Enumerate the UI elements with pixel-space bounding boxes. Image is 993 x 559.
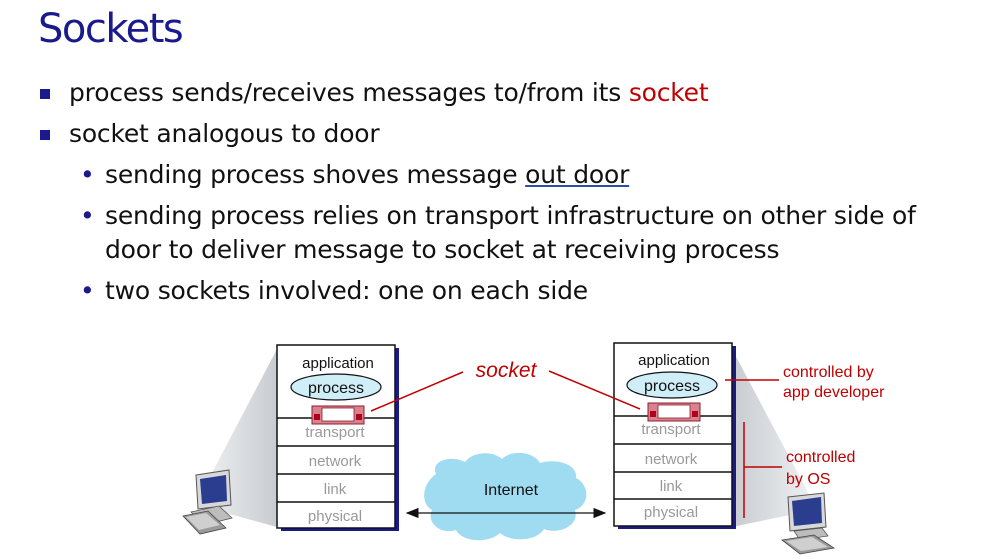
right-computer-icon <box>781 492 836 555</box>
right-socket-icon <box>647 402 701 422</box>
left-application-label: application <box>302 355 374 372</box>
right-process-ellipse <box>626 371 718 399</box>
sub-bullet-text: sending process shoves message <box>105 160 526 189</box>
internet-label: Internet <box>484 482 539 499</box>
square-bullet-icon <box>40 130 50 140</box>
socket-pointer-left <box>370 371 464 412</box>
controlled-by-os-line2: by OS <box>786 471 830 488</box>
socket-keyword: socket <box>628 78 709 107</box>
right-application-label: application <box>638 352 710 369</box>
controlled-by-app-dev-line1: controlled by <box>783 364 874 381</box>
left-socket-icon <box>311 405 365 425</box>
left-computer-icon <box>182 469 233 535</box>
left-physical-label: physical <box>308 508 362 525</box>
sub-bullet-text: two sockets involved: one on each side <box>105 276 588 305</box>
slide-title: Sockets <box>38 6 184 52</box>
controlled-by-os-line1: controlled <box>786 449 855 466</box>
internet-cloud <box>424 452 587 541</box>
right-transport-label: transport <box>641 421 701 438</box>
left-link-label: link <box>324 481 347 498</box>
bullet-text: socket analogous to door <box>69 119 380 148</box>
underlined-phrase: out door <box>525 160 630 189</box>
right-network-label: network <box>645 451 698 468</box>
left-transport-label: transport <box>305 424 365 441</box>
left-network-label: network <box>309 453 362 470</box>
right-host-beam <box>732 349 812 527</box>
left-process-ellipse <box>290 373 382 401</box>
socket-callout-label: socket <box>476 359 538 382</box>
right-link-label: link <box>660 478 683 495</box>
right-process-label: process <box>644 378 700 395</box>
square-bullet-icon <box>40 89 50 99</box>
round-bullet-icon: • <box>80 276 95 305</box>
round-bullet-icon: • <box>80 160 95 189</box>
right-physical-label: physical <box>644 504 698 521</box>
sub-bullet-text-line2: door to deliver message to socket at rec… <box>105 235 780 264</box>
round-bullet-icon: • <box>80 201 95 230</box>
socket-pointer-right <box>548 370 641 410</box>
right-protocol-stack: application process transport network li… <box>613 342 736 529</box>
left-process-label: process <box>308 380 364 397</box>
bullet-text: process sends/receives messages to/from … <box>69 78 629 107</box>
sub-bullet-text-line1: sending process relies on transport infr… <box>105 201 916 230</box>
left-protocol-stack: application process transport network li… <box>276 344 399 531</box>
controlled-by-app-dev-line2: app developer <box>783 384 885 401</box>
